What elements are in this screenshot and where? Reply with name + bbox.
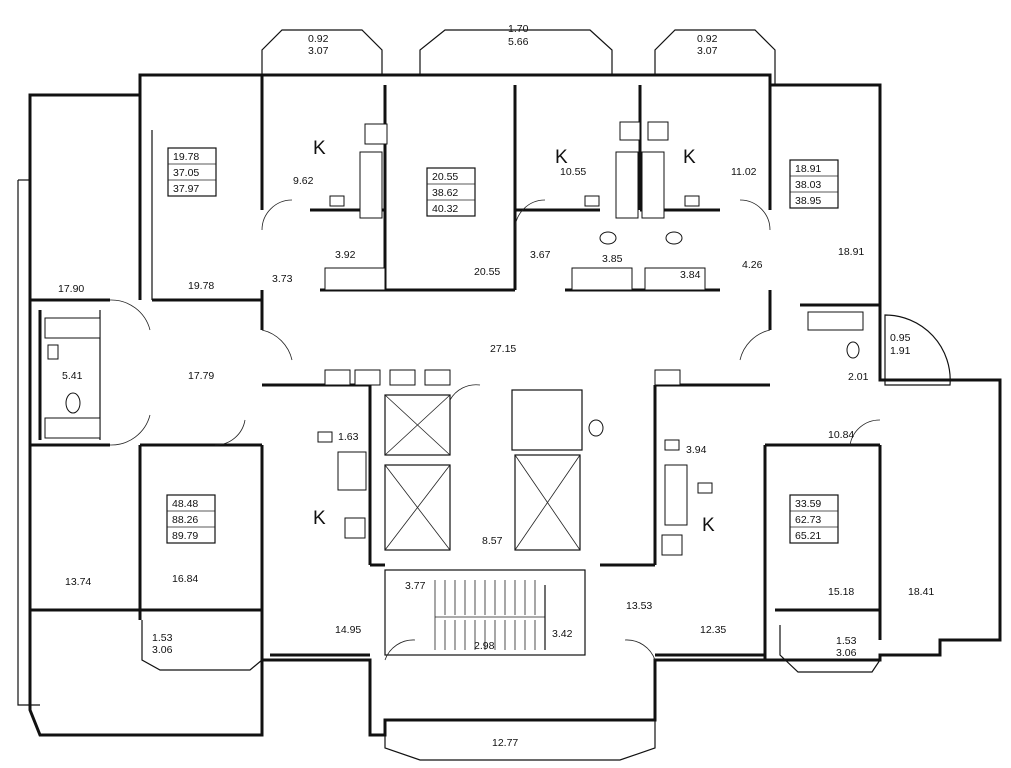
room-area-label: 17.90	[58, 283, 84, 295]
balcony-labels: 0.92 3.07 1.70 5.66 0.92 3.07 0.95 1.91 …	[152, 23, 911, 659]
balcony-label: 1.53	[836, 635, 857, 647]
room-area-label: 3.94	[686, 444, 707, 456]
room-area-label: 1.63	[338, 431, 359, 443]
room-area-labels: 17.90 19.78 9.62 3.92 3.73 20.55 10.55 3…	[58, 166, 934, 749]
balcony-label: 3.07	[697, 45, 718, 57]
room-area-label: 3.84	[680, 269, 701, 281]
balcony-label: 3.06	[836, 647, 857, 659]
lifts-and-stairs	[384, 389, 586, 656]
room-area-label: 3.77	[405, 580, 426, 592]
room-area-label: 3.73	[272, 273, 293, 285]
room-area-label: 15.18	[828, 586, 854, 598]
apartment-total-area-with-balcony: 89.79	[172, 530, 198, 542]
apartment-living-area: 48.48	[172, 498, 198, 510]
room-area-label: 19.78	[188, 280, 214, 292]
room-area-label: 3.67	[530, 249, 551, 261]
doors	[109, 199, 881, 661]
room-area-label: 3.85	[602, 253, 623, 265]
balcony-label: 0.95	[890, 332, 911, 344]
balcony-label: 3.07	[308, 45, 329, 57]
apartment-living-area: 18.91	[795, 163, 821, 175]
apartment-total-area: 62.73	[795, 514, 821, 526]
room-area-label: 2.01	[848, 371, 869, 383]
room-area-label: 18.41	[908, 586, 934, 598]
kitchen-mark: K	[313, 138, 326, 159]
room-area-label: 27.15	[490, 343, 516, 355]
room-area-label: 12.35	[700, 624, 726, 636]
apartment-living-area: 20.55	[432, 171, 458, 183]
apartment-total-area-with-balcony: 40.32	[432, 203, 458, 215]
room-area-label: 13.74	[65, 576, 91, 588]
balconies	[141, 29, 951, 761]
room-area-label: 9.62	[293, 175, 314, 187]
apartment-total-area: 38.03	[795, 179, 821, 191]
kitchen-mark: K	[555, 147, 568, 168]
apartment-total-boxes	[166, 147, 839, 544]
room-area-label: 13.53	[626, 600, 652, 612]
room-area-label: 2.98	[474, 640, 495, 652]
balcony-label: 0.92	[308, 33, 329, 45]
room-area-label: 11.02	[731, 166, 757, 178]
room-area-label: 17.79	[188, 370, 214, 382]
kitchen-mark: K	[313, 508, 326, 529]
room-area-label: 16.84	[172, 573, 198, 585]
room-area-label: 5.41	[62, 370, 83, 382]
apartment-totals: 19.78 37.05 37.97 20.55 38.62 40.32 18.9…	[172, 151, 821, 542]
kitchen-mark: K	[683, 147, 696, 168]
balcony-label: 0.92	[697, 33, 718, 45]
apartment-total-area: 37.05	[173, 167, 199, 179]
apartment-living-area: 33.59	[795, 498, 821, 510]
room-area-label: 8.57	[482, 535, 503, 547]
apartment-total-area-with-balcony: 65.21	[795, 530, 821, 542]
kitchen-marks: K K K K K	[313, 138, 715, 536]
room-area-label: 14.95	[335, 624, 361, 636]
balcony-label: 1.53	[152, 632, 173, 644]
balcony-label: 5.66	[508, 36, 529, 48]
bathroom-fixtures	[44, 121, 864, 556]
apartment-total-area: 38.62	[432, 187, 458, 199]
interior-walls	[30, 75, 882, 660]
apartment-living-area: 19.78	[173, 151, 199, 163]
room-area-label: 3.92	[335, 249, 356, 261]
room-area-label: 10.55	[560, 166, 586, 178]
room-area-label: 18.91	[838, 246, 864, 258]
apartment-total-area-with-balcony: 38.95	[795, 195, 821, 207]
room-area-label: 3.42	[552, 628, 573, 640]
balcony-label: 1.70	[508, 23, 529, 35]
kitchen-mark: K	[702, 515, 715, 536]
room-area-label: 10.84	[828, 429, 854, 441]
balcony-label: 3.06	[152, 644, 173, 656]
room-area-label: 20.55	[474, 266, 500, 278]
room-area-label: 12.77	[492, 737, 518, 749]
room-area-label: 4.26	[742, 259, 763, 271]
apartment-total-area: 88.26	[172, 514, 198, 526]
balcony-label: 1.91	[890, 345, 911, 357]
apartment-total-area-with-balcony: 37.97	[173, 183, 199, 195]
